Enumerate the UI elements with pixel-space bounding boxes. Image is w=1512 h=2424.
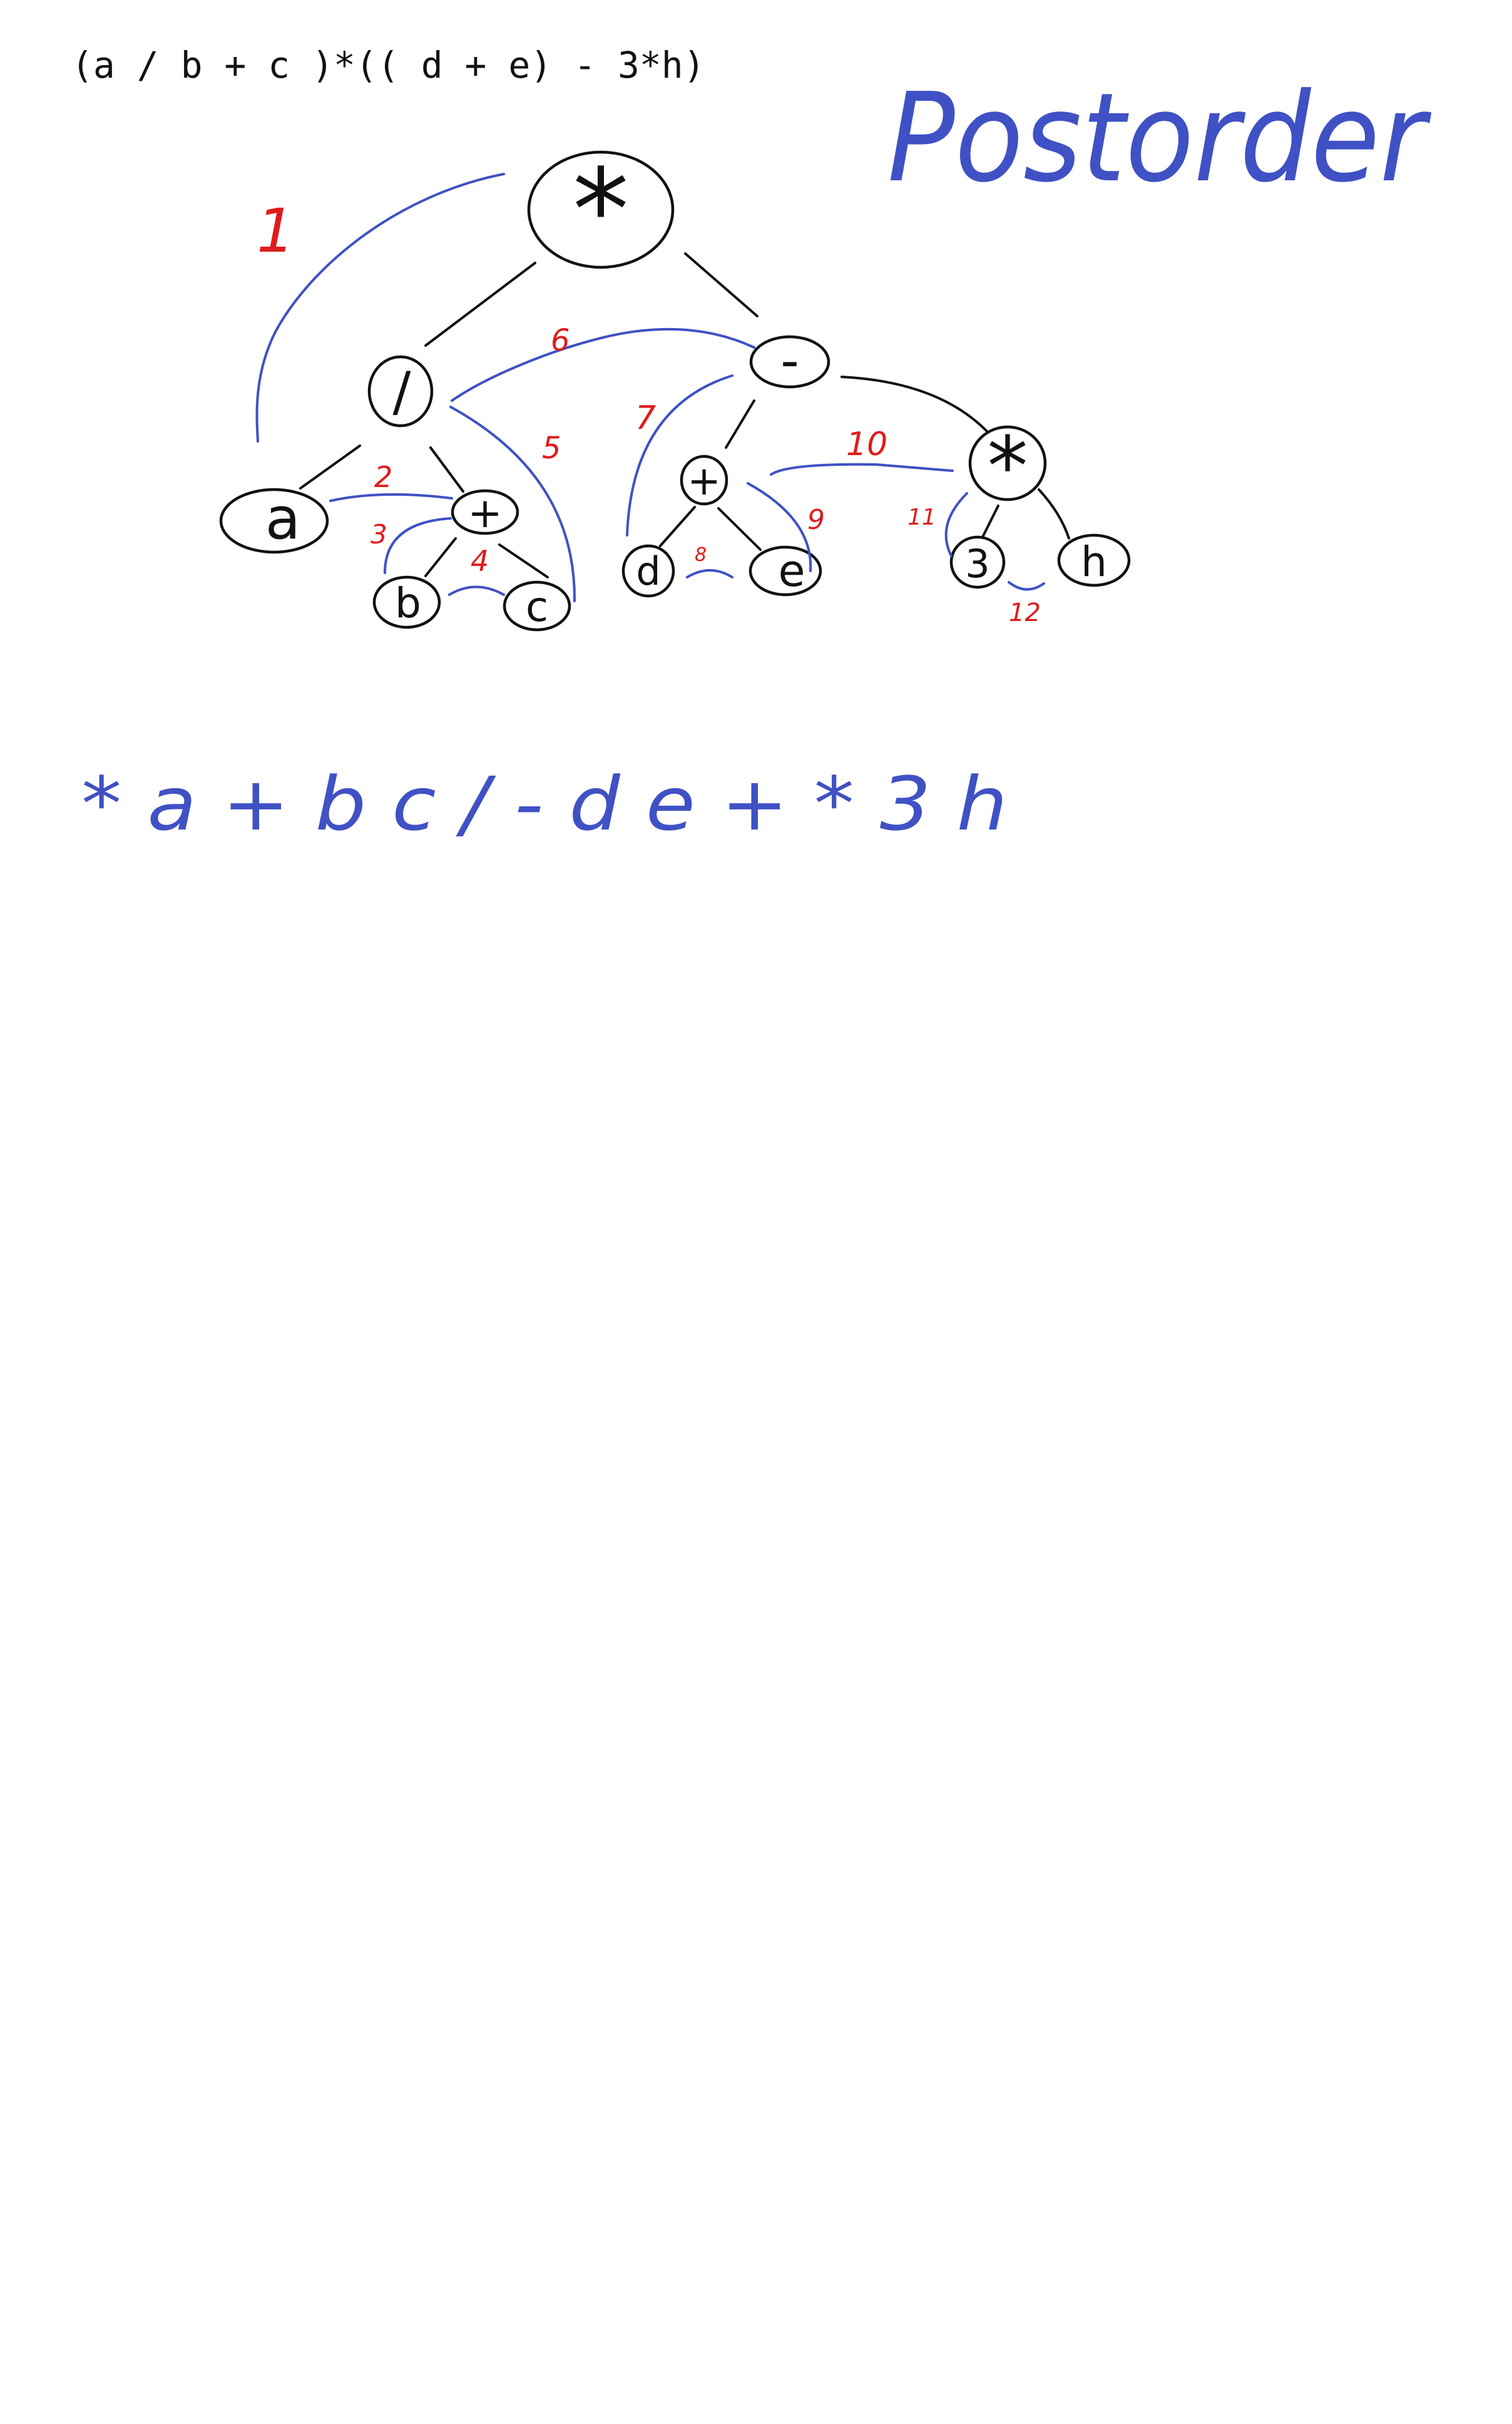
step-number: 7 [635, 399, 656, 437]
traversal-arcs [255, 173, 1045, 602]
arc-10 [770, 463, 954, 476]
heading-postorder: Postorder [887, 67, 1431, 210]
node-three-label: 3 [965, 541, 989, 587]
step-number: 2 [374, 460, 392, 494]
edge-root-div [424, 262, 536, 347]
node-plus2-label: + [687, 458, 721, 505]
node-h: h [1057, 533, 1131, 587]
node-minus-label: - [780, 331, 799, 391]
expression-text: (a / b + c )*(( d + e) - 3*h) [71, 44, 705, 86]
step-number: 12 [1009, 598, 1041, 627]
node-root-label: * [573, 145, 629, 276]
node-plus1-label: + [467, 489, 502, 537]
tree-nodes: * / - a + b c + [219, 145, 1131, 632]
node-e-label: e [778, 545, 805, 597]
edge-div-a [299, 444, 361, 490]
step-number: 11 [907, 505, 936, 530]
node-c-label: c [526, 583, 548, 631]
node-three: 3 [949, 535, 1006, 589]
node-d: d [621, 544, 675, 598]
node-a-label: a [265, 485, 300, 552]
arc-12 [1008, 581, 1045, 591]
step-number: 8 [695, 544, 707, 566]
step-number: 1 [257, 196, 295, 266]
edge-mult-three [981, 505, 999, 538]
edge-mult-h [1038, 488, 1070, 540]
step-number: 9 [807, 504, 825, 536]
step-number: 6 [551, 323, 570, 358]
edge-minus-mult [840, 376, 989, 433]
step-number: 4 [471, 544, 489, 578]
arc-9 [747, 482, 812, 572]
step-number: 10 [846, 426, 887, 463]
node-minus: - [749, 331, 830, 391]
tree-edges [299, 252, 1070, 578]
node-e: e [748, 545, 822, 597]
step-number: 5 [542, 431, 561, 466]
step-numbers: 1 2 3 4 5 6 7 8 9 10 11 12 [257, 196, 1041, 627]
edge-root-minus [684, 252, 759, 317]
arc-8 [686, 569, 733, 578]
node-plus2: + [680, 454, 728, 506]
node-h-label: h [1081, 538, 1107, 586]
arc-2 [329, 493, 453, 502]
edge-plus2-d [659, 506, 696, 547]
node-b-label: b [395, 579, 421, 627]
arc-4 [448, 585, 505, 596]
edge-plus2-e [717, 507, 762, 551]
node-div: / [367, 355, 434, 428]
step-number: 3 [370, 519, 387, 550]
arc-11 [944, 492, 968, 557]
arc-6 [451, 327, 755, 402]
node-mult: * [968, 419, 1047, 514]
traversal-result: * a + b c / - d e + * 3 h [81, 761, 1008, 847]
node-d-label: d [636, 548, 660, 594]
edge-div-plus1 [429, 446, 464, 493]
arc-7 [626, 374, 733, 537]
node-mult-label: * [988, 419, 1028, 514]
arc-3 [384, 517, 452, 574]
node-plus1: + [451, 489, 519, 537]
edge-plus1-b [424, 537, 457, 577]
node-div-label: / [393, 361, 411, 423]
edge-plus1-c [498, 543, 549, 578]
arc-5 [449, 406, 576, 602]
node-c: c [503, 580, 571, 632]
node-root: * [527, 145, 675, 276]
node-b: b [372, 575, 441, 629]
arc-1 [255, 173, 505, 443]
node-a: a [219, 485, 329, 554]
expression-tree-diagram: Postorder * / - a [81, 67, 1431, 847]
edge-minus-plus2 [725, 399, 755, 449]
